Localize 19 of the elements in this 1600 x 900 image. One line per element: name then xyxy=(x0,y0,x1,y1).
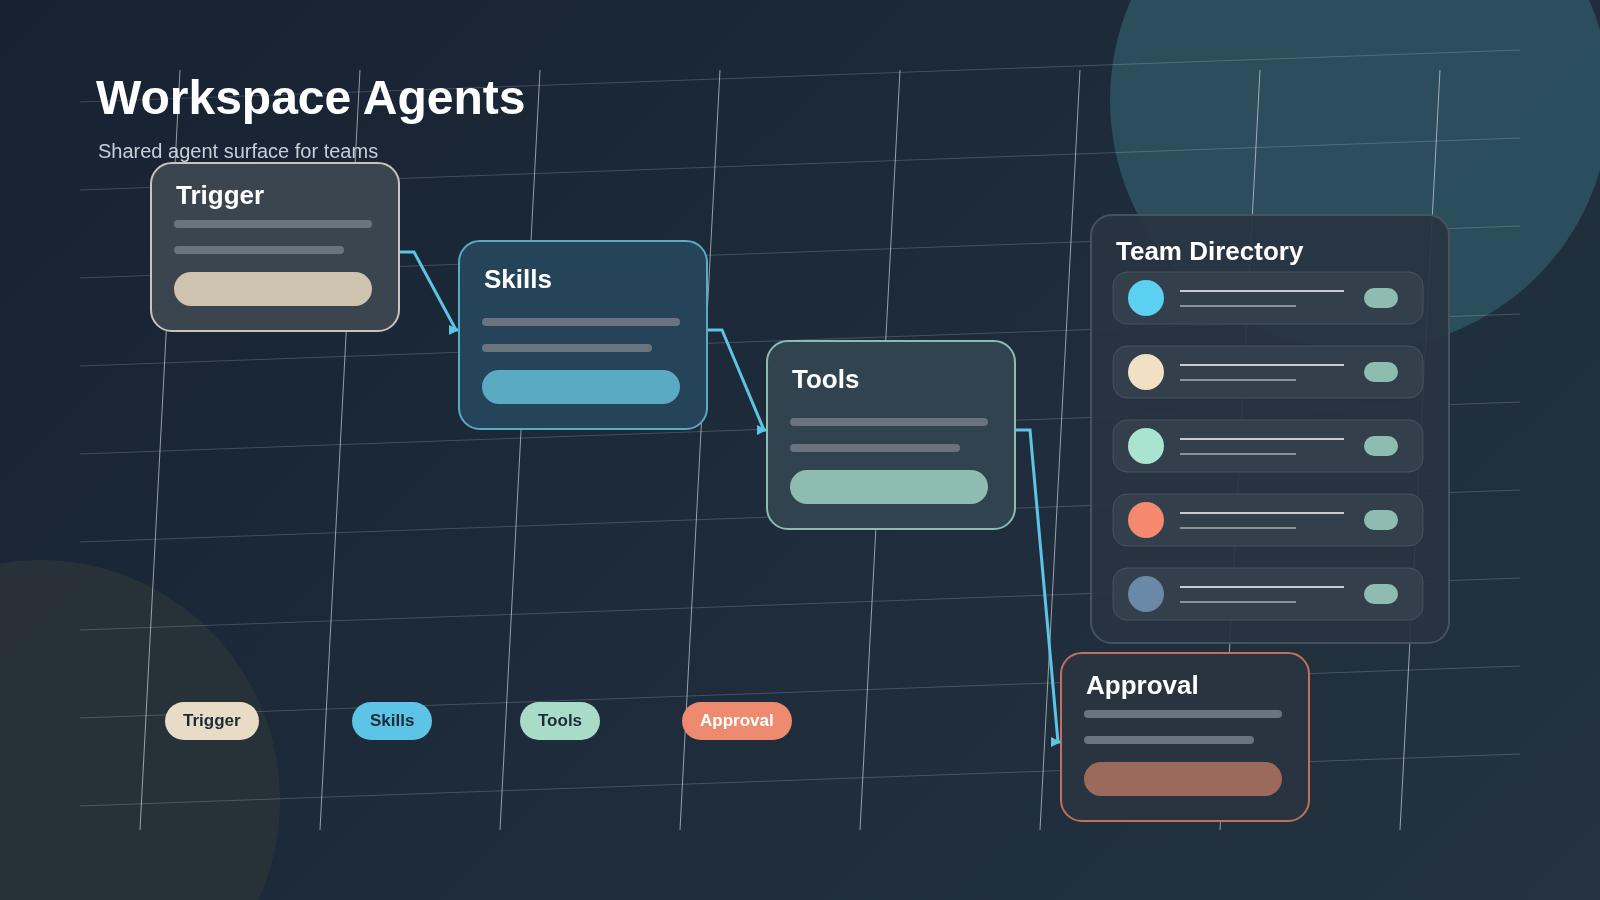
step-card xyxy=(458,240,708,430)
directory-panel xyxy=(1090,214,1450,644)
title: Workspace Agents xyxy=(96,70,526,125)
arrow xyxy=(1016,428,1061,747)
card-title: Tools xyxy=(792,364,860,395)
step-card xyxy=(766,340,1016,530)
card-title: Trigger xyxy=(176,180,265,211)
step-card xyxy=(150,162,400,332)
card-title: Skills xyxy=(484,264,552,295)
arrow xyxy=(708,328,767,435)
step-card xyxy=(1060,652,1310,822)
arrow xyxy=(400,250,459,335)
card-title: Team Directory xyxy=(1116,236,1304,267)
legend-pill: Tools xyxy=(520,702,601,740)
legend-pill: Approval xyxy=(682,702,792,740)
legend-pill: Skills xyxy=(352,702,433,740)
subtitle: Shared agent surface for teams xyxy=(98,140,379,163)
legend-pill: Trigger xyxy=(165,702,259,740)
card-title: Approval xyxy=(1086,670,1199,701)
